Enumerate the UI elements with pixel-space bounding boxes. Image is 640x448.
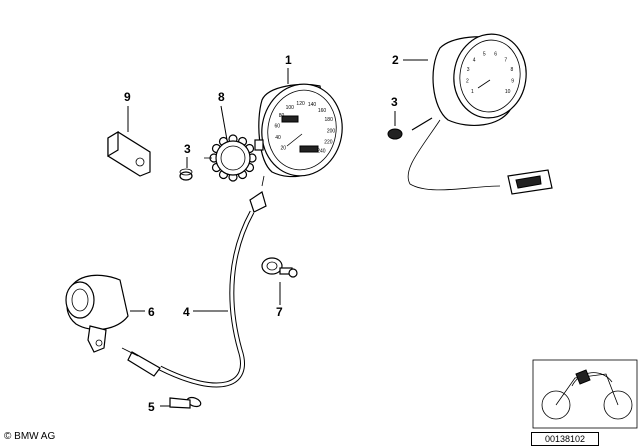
part-5-screw	[169, 396, 202, 409]
callout-4: 4	[183, 305, 228, 319]
callout-3-right: 3	[391, 95, 398, 126]
tachometer-scale-label: 9	[511, 78, 514, 84]
motorcycle-thumbnail	[532, 359, 638, 429]
speedometer-scale-label: 100	[286, 105, 295, 111]
callout-label-2: 2	[392, 53, 399, 67]
speedometer-scale-label: 80	[279, 113, 285, 119]
speedometer-scale-label: 220	[324, 140, 333, 146]
leader-line-8	[220, 105, 228, 141]
speedometer-scale-label: 60	[275, 124, 281, 130]
tachometer-scale-label: 1	[471, 89, 474, 95]
speedometer-scale-label: 160	[318, 108, 327, 114]
callout-label-6: 6	[148, 305, 155, 319]
callout-9: 9	[124, 90, 131, 132]
callout-label-7: 7	[276, 305, 283, 319]
speedometer-scale-label: 240	[317, 149, 326, 155]
part-9-bracket	[107, 130, 151, 177]
tachometer-scale-label: 6	[494, 52, 497, 58]
callout-label-5: 5	[148, 400, 155, 414]
tachometer-scale-label: 2	[466, 78, 469, 84]
document-number: 00138102	[531, 432, 599, 446]
speedometer-scale-label: 20	[281, 145, 287, 151]
part-4-speedometer-cable	[121, 191, 267, 388]
tachometer-scale-label: 4	[473, 57, 476, 63]
callout-label-3-left: 3	[184, 142, 191, 156]
speedometer-scale-label: 200	[327, 128, 336, 134]
speedometer-scale-label: 40	[275, 135, 281, 141]
callout-label-8: 8	[218, 90, 225, 104]
part-7-cable-clip	[261, 257, 298, 278]
callout-1: 1	[285, 53, 292, 84]
callout-3-left: 3	[184, 142, 191, 168]
callout-2: 2	[392, 53, 428, 67]
speedometer-scale-label: 180	[325, 117, 334, 123]
part-8-holder	[204, 134, 257, 182]
tachometer-scale-label: 5	[483, 52, 486, 58]
copyright-notice: © BMW AG	[4, 431, 56, 442]
speedometer-scale-label: 120	[296, 101, 305, 107]
tachometer-scale-label: 10	[505, 89, 511, 95]
speedometer-scale-label: 140	[308, 102, 317, 108]
callout-8: 8	[218, 90, 228, 141]
callout-7: 7	[276, 282, 283, 319]
callout-5: 5	[148, 400, 170, 414]
connector-plug	[507, 169, 553, 195]
part-3-grommet-right	[387, 128, 403, 140]
callout-label-3-right: 3	[391, 95, 398, 109]
callout-label-1: 1	[285, 53, 292, 67]
tachometer-scale-label: 7	[504, 57, 507, 63]
callout-6: 6	[130, 305, 155, 319]
callout-label-4: 4	[183, 305, 190, 319]
tachometer-scale-label: 8	[511, 67, 514, 73]
callout-label-9: 9	[124, 90, 131, 104]
tachometer-scale-label: 3	[467, 67, 470, 73]
part-3-grommet-left	[179, 168, 193, 181]
part-6-drive-unit	[65, 274, 129, 353]
